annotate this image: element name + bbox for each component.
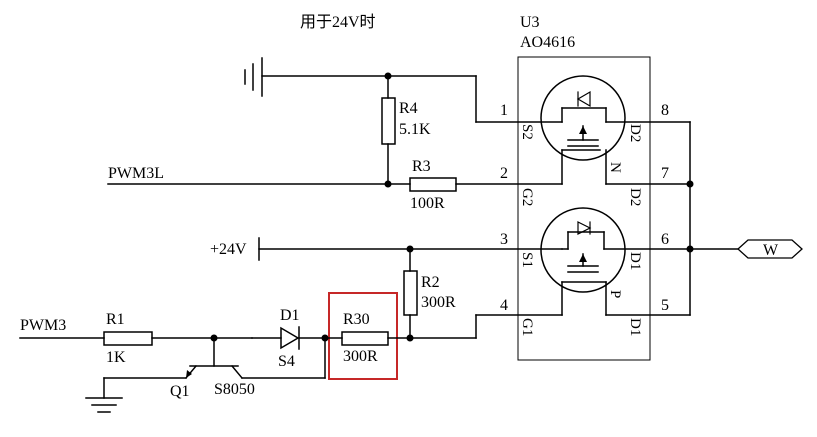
mosfet-icon-n: [540, 75, 691, 185]
r2-ref: R2: [421, 274, 440, 291]
resistor-icon-r30: [341, 331, 389, 346]
pin-number-2: 2: [500, 165, 508, 182]
ground-icon-top: [244, 57, 389, 97]
pin-label-d1-top: D1: [627, 252, 643, 270]
r1-ref: R1: [106, 311, 125, 328]
channel-label-n: N: [607, 162, 623, 173]
resistor-icon-r1: [103, 331, 153, 346]
port-icon-w: [737, 239, 803, 259]
pin-number-3: 3: [500, 231, 508, 248]
pin-label-d2-top: D2: [627, 124, 643, 142]
r4-value: 5.1K: [399, 121, 431, 138]
pin-label-d2-bottom: D2: [627, 188, 643, 206]
r3-value: 100R: [410, 195, 445, 212]
pin-label-s1: S1: [519, 252, 535, 268]
resistor-icon-r2: [403, 270, 418, 316]
resistor-icon-r4: [381, 97, 396, 145]
pin-label-s2: S2: [519, 124, 535, 140]
net-label-pwm3l: PWM3L: [108, 165, 164, 182]
pin-number-1: 1: [500, 102, 508, 119]
d1-ref: D1: [280, 307, 300, 324]
u3-part: AO4616: [520, 34, 575, 51]
highlight-box-r30: [328, 292, 398, 380]
ground-icon-bottom: [85, 397, 123, 413]
r30-ref: R30: [343, 311, 370, 328]
channel-label-p: P: [607, 290, 623, 298]
mosfet-icon-p: [540, 207, 691, 316]
pin-label-d1-bottom: D1: [627, 318, 643, 336]
u3-ref: U3: [520, 14, 540, 31]
r30-value: 300R: [343, 348, 378, 365]
junction: [686, 180, 694, 188]
usage-note: 用于24V时: [300, 13, 376, 31]
r4-ref: R4: [399, 100, 418, 117]
pin-label-g2: G2: [519, 188, 535, 206]
pin-number-7: 7: [661, 165, 669, 182]
d1-value: S4: [278, 353, 295, 370]
pin-number-8: 8: [661, 102, 669, 119]
pin-number-5: 5: [661, 297, 669, 314]
q1-value: S8050: [214, 381, 255, 398]
diode-icon-d1: [280, 326, 300, 350]
u3-package: [517, 56, 651, 361]
pin-number-4: 4: [500, 297, 508, 314]
net-label-24v: +24V: [210, 241, 247, 258]
junction: [384, 180, 392, 188]
net-label-pwm3: PWM3: [20, 317, 66, 334]
pin-number-6: 6: [661, 231, 669, 248]
resistor-icon-r3: [409, 177, 457, 192]
q1-ref: Q1: [170, 383, 190, 400]
r3-ref: R3: [412, 158, 431, 175]
npn-transistor-icon-q1: [184, 364, 244, 380]
pin-label-g1: G1: [519, 318, 535, 336]
r1-value: 1K: [106, 349, 126, 366]
net-label-w: W: [763, 242, 779, 259]
r2-value: 300R: [421, 294, 456, 311]
